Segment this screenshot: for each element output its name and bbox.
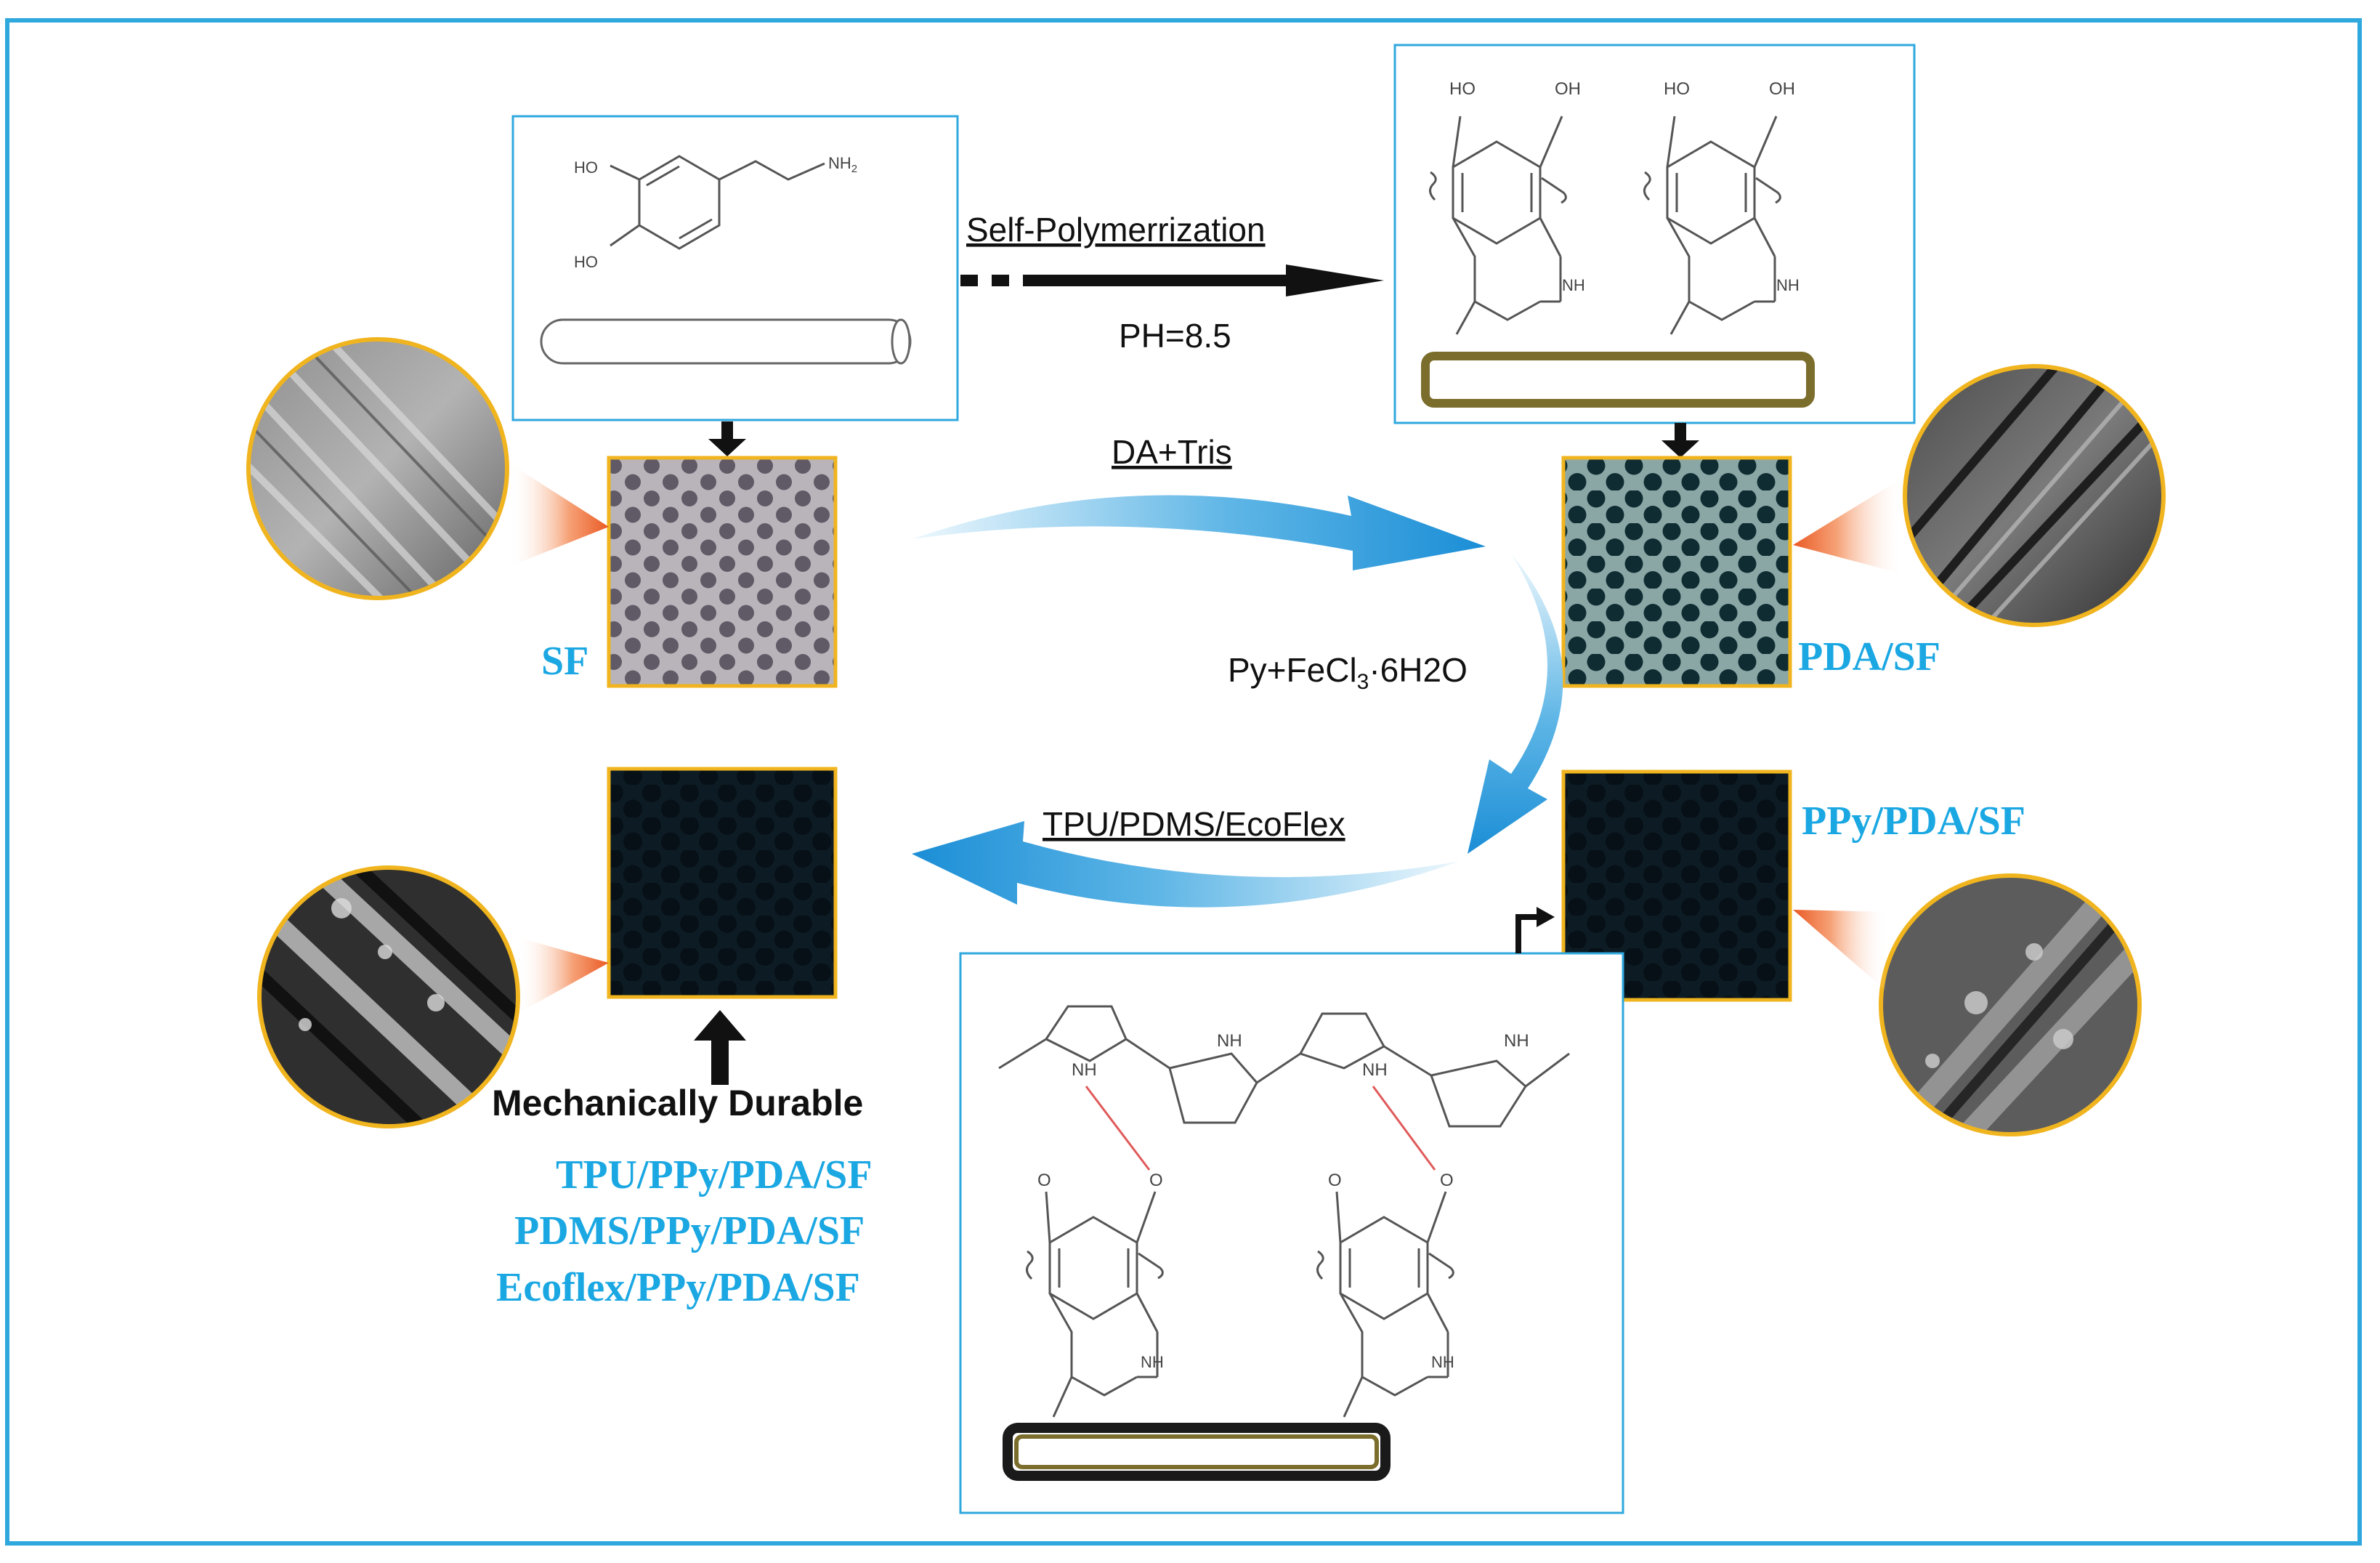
ppy-nh-1: NH bbox=[1072, 1060, 1097, 1080]
pda-left-nh: NH bbox=[1562, 276, 1585, 294]
label-py-fecl3: Py+FeCl3·6H2O bbox=[1228, 651, 1468, 694]
pda-structure-right bbox=[1643, 116, 1781, 335]
arrow-coating bbox=[912, 821, 1460, 908]
ph-label: PH=8.5 bbox=[1119, 317, 1231, 355]
self-polymerization-arrow bbox=[960, 264, 1384, 296]
down-arrow-left bbox=[708, 421, 746, 456]
pda-unit-right bbox=[1316, 1191, 1454, 1418]
ppy-nh-2: NH bbox=[1217, 1031, 1242, 1051]
pda-left-o2: O bbox=[1149, 1171, 1163, 1190]
ppy-pda-box: NH NH NH NH O O NH bbox=[959, 907, 1624, 1514]
label-da-tris: DA+Tris bbox=[1112, 433, 1232, 471]
down-arrow-right bbox=[1661, 423, 1699, 458]
sample-sf-image bbox=[607, 456, 838, 688]
pda-left-nh-bottom: NH bbox=[1141, 1353, 1164, 1371]
pda-left-oh: OH bbox=[1555, 79, 1581, 99]
polypyrrole-chain bbox=[998, 1005, 1570, 1128]
dopamine-structure bbox=[610, 155, 825, 250]
label-mechanically-durable: Mechanically Durable bbox=[492, 1083, 863, 1123]
arrow-da-tris bbox=[912, 495, 1486, 570]
bare-fiber bbox=[540, 318, 912, 365]
arrow-py-fecl3 bbox=[1468, 554, 1563, 854]
label-coating: TPU/PDMS/EcoFlex bbox=[1043, 805, 1345, 843]
pda-right-nh: NH bbox=[1776, 276, 1800, 294]
pda-box: HO OH NH HO OH NH bbox=[1393, 44, 1916, 424]
ppy-nh-4: NH bbox=[1504, 1031, 1529, 1051]
pda-unit-left bbox=[1026, 1191, 1164, 1418]
product-pdms: PDMS/PPy/PDA/SF bbox=[514, 1208, 865, 1253]
pointer-coated bbox=[517, 937, 609, 1014]
pda-right-o1: O bbox=[1328, 1171, 1342, 1190]
dopamine-box: HO HO NH2 bbox=[511, 115, 959, 421]
sem-sf bbox=[246, 337, 509, 600]
label-ppy-pda-sf: PPy/PDA/SF bbox=[1802, 799, 2025, 844]
hbond-right bbox=[1372, 1086, 1436, 1171]
ppy-nh-3: NH bbox=[1362, 1060, 1388, 1080]
dopamine-nh2: NH2 bbox=[828, 154, 857, 175]
dopamine-ho-bottom: HO bbox=[574, 253, 598, 271]
up-arrow-durable bbox=[694, 1010, 746, 1085]
label-pda-sf: PDA/SF bbox=[1798, 634, 1940, 679]
sample-coated-image bbox=[607, 767, 838, 999]
sample-pda-sf-image bbox=[1561, 456, 1792, 688]
sem-coated bbox=[257, 865, 520, 1128]
ppy-coated-fiber-inner bbox=[1014, 1434, 1379, 1469]
pda-right-ho: HO bbox=[1664, 79, 1690, 99]
pointer-pda-sf bbox=[1793, 480, 1903, 574]
pointer-sf bbox=[509, 465, 609, 567]
label-sf: SF bbox=[541, 639, 588, 684]
sem-pda-sf bbox=[1903, 364, 2166, 627]
pda-left-o1: O bbox=[1037, 1171, 1051, 1190]
product-ecoflex: Ecoflex/PPy/PDA/SF bbox=[496, 1265, 860, 1310]
hbond-left bbox=[1085, 1086, 1151, 1171]
sem-ppy-pda-sf bbox=[1879, 873, 2142, 1136]
dopamine-ho-top: HO bbox=[574, 158, 598, 177]
self-polymerization-label: Self-Polymerrization bbox=[966, 211, 1266, 249]
pda-right-o2: O bbox=[1440, 1171, 1454, 1190]
product-tpu: TPU/PPy/PDA/SF bbox=[556, 1152, 873, 1198]
pda-coated-fiber bbox=[1421, 352, 1815, 408]
pointer-ppy-pda-sf bbox=[1793, 910, 1887, 992]
pda-right-nh-bottom: NH bbox=[1431, 1353, 1454, 1371]
pda-right-oh: OH bbox=[1769, 79, 1795, 99]
pda-structure-left bbox=[1429, 116, 1567, 335]
pda-left-ho: HO bbox=[1449, 79, 1476, 99]
